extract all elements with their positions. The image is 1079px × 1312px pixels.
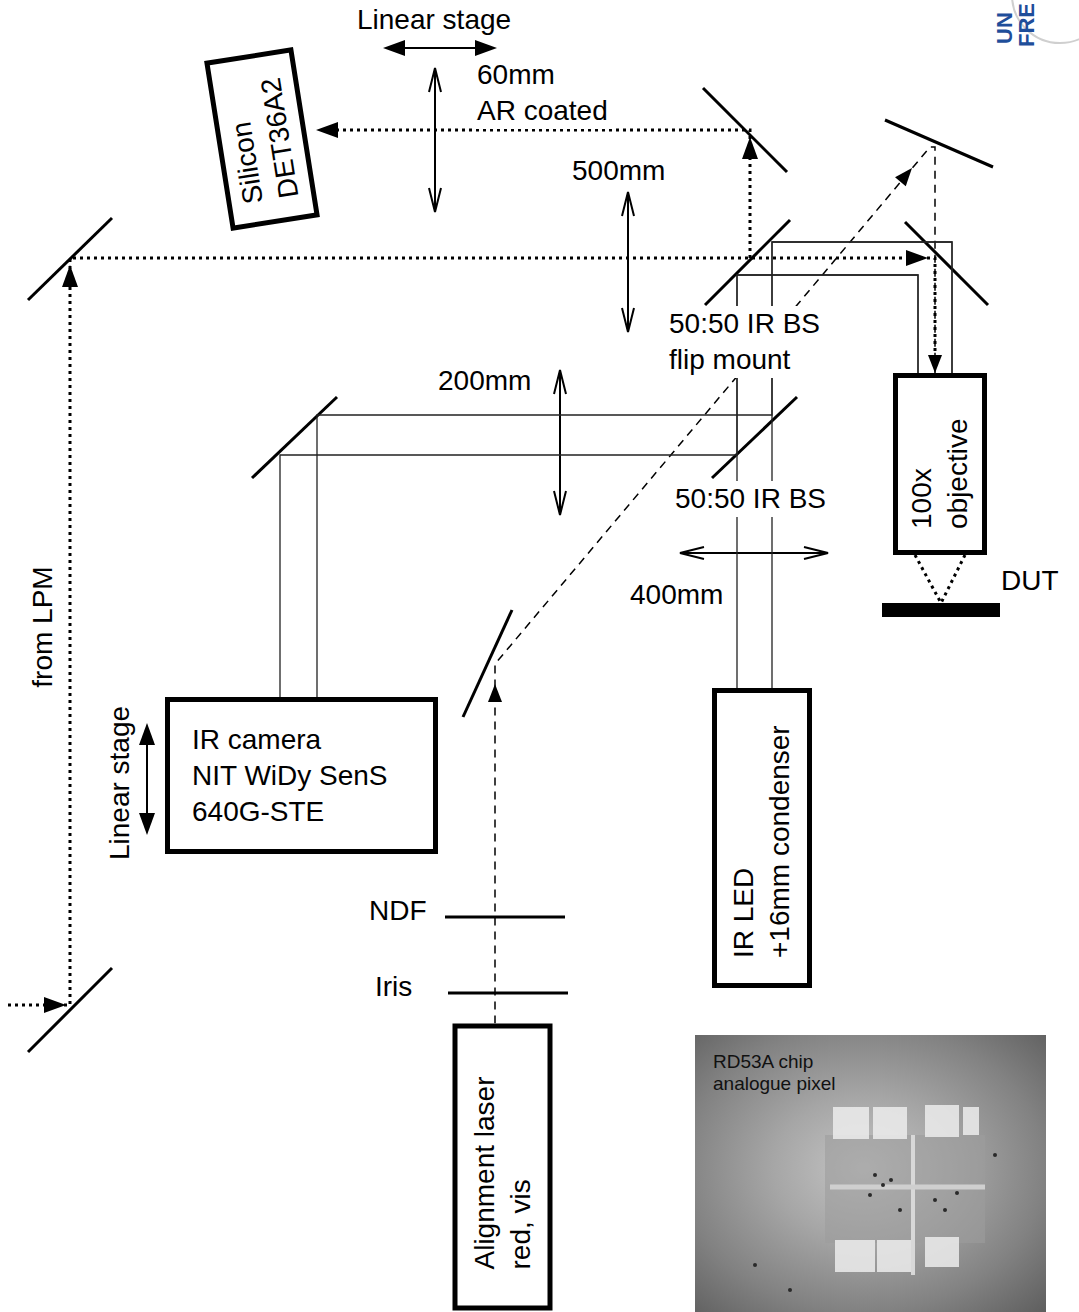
beam-outline [317, 242, 952, 697]
arrowhead [622, 192, 634, 216]
chip-image: RD53A chip analogue pixel [695, 1035, 1046, 1312]
pixel-region [825, 1135, 985, 1243]
mirror [885, 120, 993, 167]
dust-speck [889, 1178, 893, 1182]
beam-connector [915, 555, 965, 603]
travel-arrow [559, 370, 561, 515]
annotation-label: Linear stage [355, 2, 513, 38]
box-label: IR camera NIT WiDy SenS 640G-STE [192, 722, 407, 830]
objective-box: 100x objective [893, 373, 987, 555]
image-caption: RD53A chip analogue pixel [713, 1051, 848, 1095]
logo-text: UN [994, 12, 1016, 44]
arrowhead [139, 813, 155, 835]
wrap-spacer [562, 57, 612, 93]
arrowhead [139, 723, 155, 745]
laser-beam [495, 147, 935, 1024]
bond-pad [925, 1105, 959, 1137]
lpm-beam [8, 130, 935, 1005]
beam-connector [280, 242, 952, 697]
travel-arrow [680, 552, 828, 554]
wrap-spacer [726, 718, 762, 788]
metal-line [911, 1135, 915, 1275]
focus-cone [915, 555, 941, 603]
arrowhead [895, 168, 912, 186]
arrowhead [622, 308, 634, 332]
camera-box: IR camera NIT WiDy SenS 640G-STE [165, 697, 438, 854]
mirror [252, 397, 337, 478]
arrowhead [554, 370, 566, 394]
mirrors [28, 88, 993, 1052]
arrowhead [488, 684, 502, 702]
logo-text: FRE [1016, 3, 1038, 47]
mirror [463, 610, 512, 717]
travel-arrow [627, 192, 629, 332]
annotation-label: from LPM [24, 564, 60, 689]
beam-line [318, 130, 750, 258]
dut-bar: DUT [882, 603, 1000, 617]
bond-pad [963, 1107, 979, 1135]
annotation-label: 400mm [628, 577, 725, 613]
annotation-label: 50:50 IR BS flip mount [667, 306, 846, 378]
beam-splitter [705, 220, 790, 305]
iris [448, 992, 568, 995]
bond-pad [835, 1240, 875, 1272]
dust-speck [955, 1191, 959, 1195]
beam-arrowheads [44, 122, 928, 1013]
arrowhead [62, 265, 78, 287]
box-label: 100x objective [904, 399, 976, 529]
bond-pad [873, 1107, 907, 1139]
arrowhead [906, 250, 928, 266]
dust-speck [788, 1288, 792, 1292]
wrap-spacer [367, 722, 407, 758]
dust-speck [993, 1153, 997, 1157]
dut-label: DUT [1001, 563, 1059, 599]
bond-pad [877, 1240, 913, 1272]
focus-cone [941, 555, 965, 603]
dust-speck [881, 1183, 885, 1187]
annotation-label: 500mm [570, 153, 667, 189]
arrowhead [554, 491, 566, 515]
arrowhead [429, 188, 441, 212]
arrowhead [316, 122, 338, 138]
dust-speck [943, 1208, 947, 1212]
beam-splitter [712, 397, 797, 478]
annotation-label: NDF [367, 893, 429, 929]
annotation-label: 50:50 IR BS [673, 481, 828, 517]
dust-speck [933, 1198, 937, 1202]
metal-line [830, 1185, 985, 1190]
arrowhead [680, 547, 704, 559]
arrowhead [475, 40, 497, 56]
box-label: Alignment laser red, vis [466, 1065, 538, 1270]
stage-arrow [146, 738, 148, 820]
dust-speck [753, 1263, 757, 1267]
dust-speck [898, 1208, 902, 1212]
box-label: Silicon DET36A2 [217, 72, 308, 207]
filter [445, 916, 565, 919]
arrowhead [44, 997, 66, 1013]
dust-speck [868, 1193, 872, 1197]
led-box: IR LED +16mm condenser [712, 688, 812, 988]
annotation-label: Linear stage [102, 704, 138, 862]
detector-box: Silicon DET36A2 [204, 47, 320, 231]
arrowhead [429, 68, 441, 92]
arrowhead [928, 355, 942, 373]
arrowhead [742, 137, 758, 159]
arrowhead [383, 40, 405, 56]
travel-arrow [434, 68, 436, 212]
beam-line [8, 258, 935, 1005]
bond-pad [833, 1107, 869, 1139]
arrowhead [804, 547, 828, 559]
laser-box: Alignment laser red, vis [452, 1024, 552, 1311]
annotation-label: 200mm [436, 363, 533, 399]
box-label: IR LED +16mm condenser [726, 718, 798, 958]
beam-outline [280, 275, 918, 697]
bond-pad [925, 1237, 959, 1267]
annotation-label: 60mm AR coated [475, 57, 614, 129]
annotation-label: Iris [373, 969, 414, 1005]
stage-arrow [398, 47, 482, 49]
beam-connector [488, 147, 942, 1024]
dust-speck [873, 1173, 877, 1177]
